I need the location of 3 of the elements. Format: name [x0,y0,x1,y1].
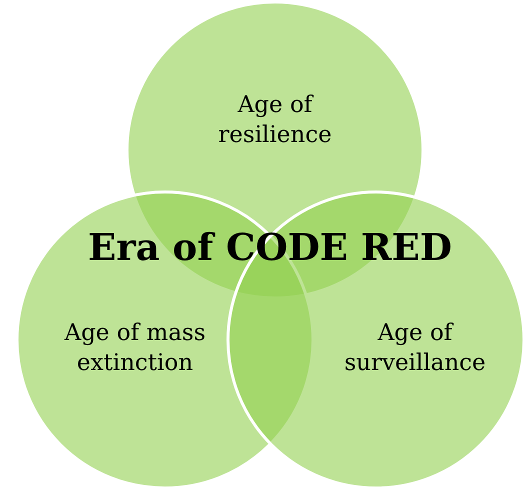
circle-label: Age of surveillance [343,319,487,378]
circle-label: Age of mass extinction [63,319,207,378]
circle-label: Age of resilience [217,91,333,150]
